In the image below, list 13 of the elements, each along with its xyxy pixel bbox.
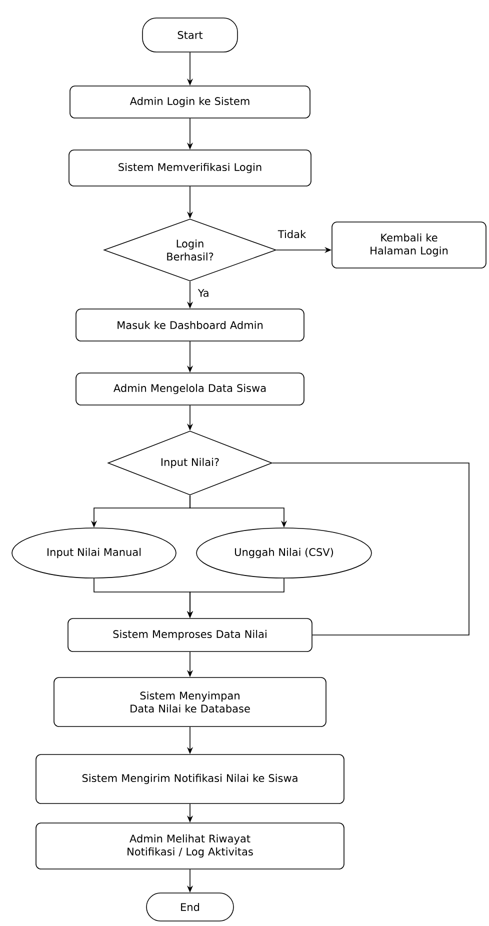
process-box: Sistem Memproses Data Nilai	[68, 618, 312, 652]
process-box: Sistem Menyimpan Data Nilai ke Database	[54, 677, 326, 727]
process-box: Masuk ke Dashboard Admin	[76, 308, 304, 342]
edge-label: Tidak	[276, 228, 308, 240]
process-box: Admin Login ke Sistem	[70, 86, 310, 118]
terminal: End	[146, 892, 234, 922]
terminal: Start	[142, 18, 238, 52]
edge-label: Ya	[196, 288, 211, 298]
process-box: Kembali ke Halaman Login	[332, 222, 486, 268]
process-box: Admin Melihat Riwayat Notifikasi / Log Aktivitas	[36, 822, 344, 870]
process-box: Admin Mengelola Data Siswa	[76, 372, 304, 406]
process-box: Sistem Memverifikasi Login	[68, 150, 312, 186]
process-box: Sistem Mengirim Notifikasi Nilai ke Siswa	[36, 754, 344, 804]
